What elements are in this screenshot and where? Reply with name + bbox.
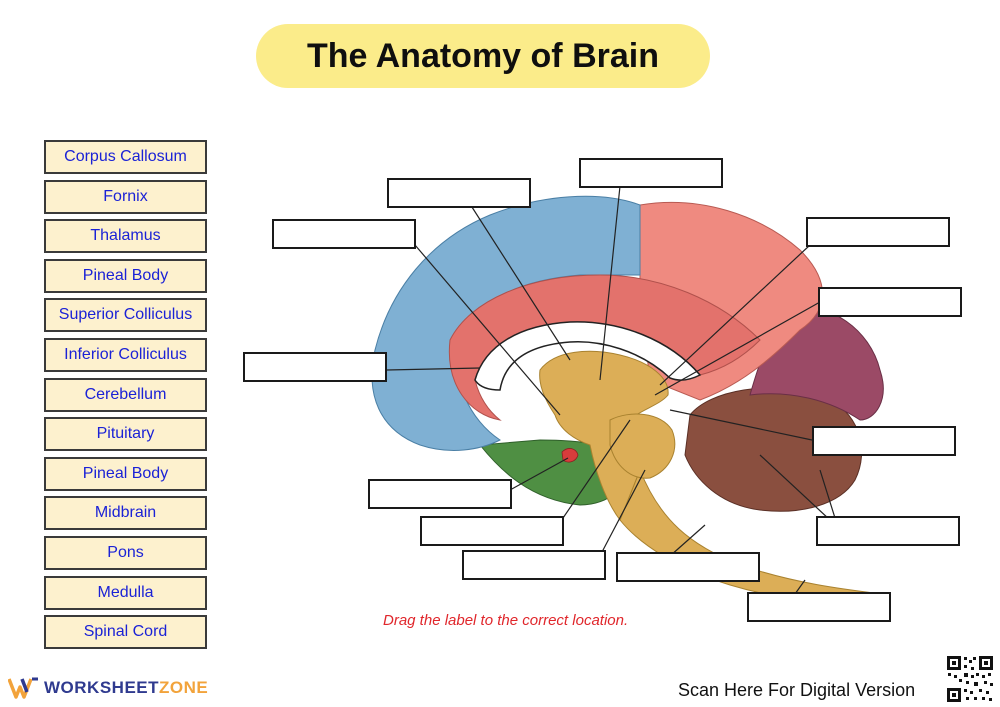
label-pineal-body-2[interactable]: Pineal Body	[44, 456, 207, 491]
label-cerebellum[interactable]: Cerebellum	[44, 377, 207, 412]
drop-zone-13[interactable]	[747, 592, 891, 622]
qr-code-icon[interactable]	[946, 655, 994, 703]
brand-part-1: WORKSHEET	[44, 678, 159, 697]
drop-zone-3[interactable]	[272, 219, 416, 249]
drop-zone-9[interactable]	[420, 516, 564, 546]
label-corpus-callosum[interactable]: Corpus Callosum	[44, 140, 207, 174]
drop-zone-4[interactable]	[806, 217, 950, 247]
drop-zone-7[interactable]	[812, 426, 956, 456]
drop-zone-1[interactable]	[387, 178, 531, 208]
drop-zone-11[interactable]	[462, 550, 606, 580]
brand-name: WORKSHEETZONE	[44, 678, 208, 698]
label-pituitary[interactable]: Pituitary	[44, 417, 207, 452]
drop-zone-2[interactable]	[579, 158, 723, 188]
page-title: The Anatomy of Brain	[307, 36, 659, 75]
label-thalamus[interactable]: Thalamus	[44, 219, 207, 254]
drop-zone-10[interactable]	[816, 516, 960, 546]
label-pons[interactable]: Pons	[44, 536, 207, 570]
title-banner: The Anatomy of Brain	[256, 24, 710, 88]
corpus-callosum-shape	[474, 321, 702, 391]
worksheetzone-logo-icon	[8, 677, 38, 699]
label-pineal-body[interactable]: Pineal Body	[44, 258, 207, 293]
label-inferior-colliculus[interactable]: Inferior Colliculus	[44, 338, 207, 372]
instruction-text: Drag the label to the correct location.	[383, 612, 629, 629]
drop-zone-5[interactable]	[818, 287, 962, 317]
drop-zone-12[interactable]	[616, 552, 760, 582]
label-superior-colliculus[interactable]: Superior Colliculus	[44, 298, 207, 333]
pons-shape	[609, 413, 676, 479]
label-medulla[interactable]: Medulla	[44, 575, 207, 610]
label-spinal-cord[interactable]: Spinal Cord	[44, 615, 207, 650]
drop-zone-8[interactable]	[368, 479, 512, 509]
scan-text: Scan Here For Digital Version	[678, 680, 916, 700]
label-fornix[interactable]: Fornix	[44, 179, 207, 214]
drop-zone-6[interactable]	[243, 352, 387, 382]
brand-part-2: ZONE	[159, 678, 209, 697]
label-midbrain[interactable]: Midbrain	[44, 496, 207, 531]
leader-lines	[386, 185, 836, 595]
brand-logo: WORKSHEETZONE	[8, 676, 208, 700]
